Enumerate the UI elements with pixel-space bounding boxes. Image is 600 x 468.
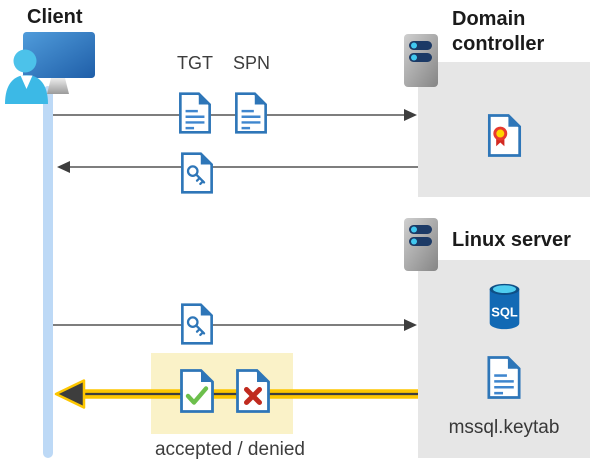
monitor-stand: [47, 78, 69, 94]
key-ticket-document-icon: [181, 303, 213, 345]
sql-badge-text: SQL: [491, 305, 518, 320]
keytab-document-icon: [487, 356, 521, 399]
domain-controller-server-icon: [404, 34, 438, 87]
denied-document-icon: [236, 369, 270, 413]
tgt-document-icon: [179, 92, 211, 134]
keytab-filename-label: mssql.keytab: [448, 417, 560, 438]
spn-document-icon: [235, 92, 267, 134]
client-title: Client: [27, 6, 83, 28]
accepted-document-icon: [180, 369, 214, 413]
key-ticket-document-icon: [181, 152, 213, 194]
ticket-to-linux-arrow: [53, 319, 417, 331]
linux-server-icon: [404, 218, 438, 271]
linux-server-title: Linux server: [452, 229, 571, 251]
domain-controller-title: Domain controller: [452, 8, 545, 55]
certificate-document-icon: [487, 114, 522, 157]
sql-database-icon: SQL: [489, 283, 520, 330]
monitor-icon: [23, 32, 95, 78]
accepted-denied-label: accepted / denied: [154, 439, 305, 460]
client-computer-icon: [5, 32, 95, 104]
spn-label: SPN: [233, 53, 271, 73]
tgt-label: TGT: [177, 53, 213, 73]
person-icon: [5, 49, 48, 104]
result-highlight-box: [151, 353, 293, 434]
ticket-response-arrow: [57, 161, 418, 173]
client-lifeline: [43, 86, 53, 458]
